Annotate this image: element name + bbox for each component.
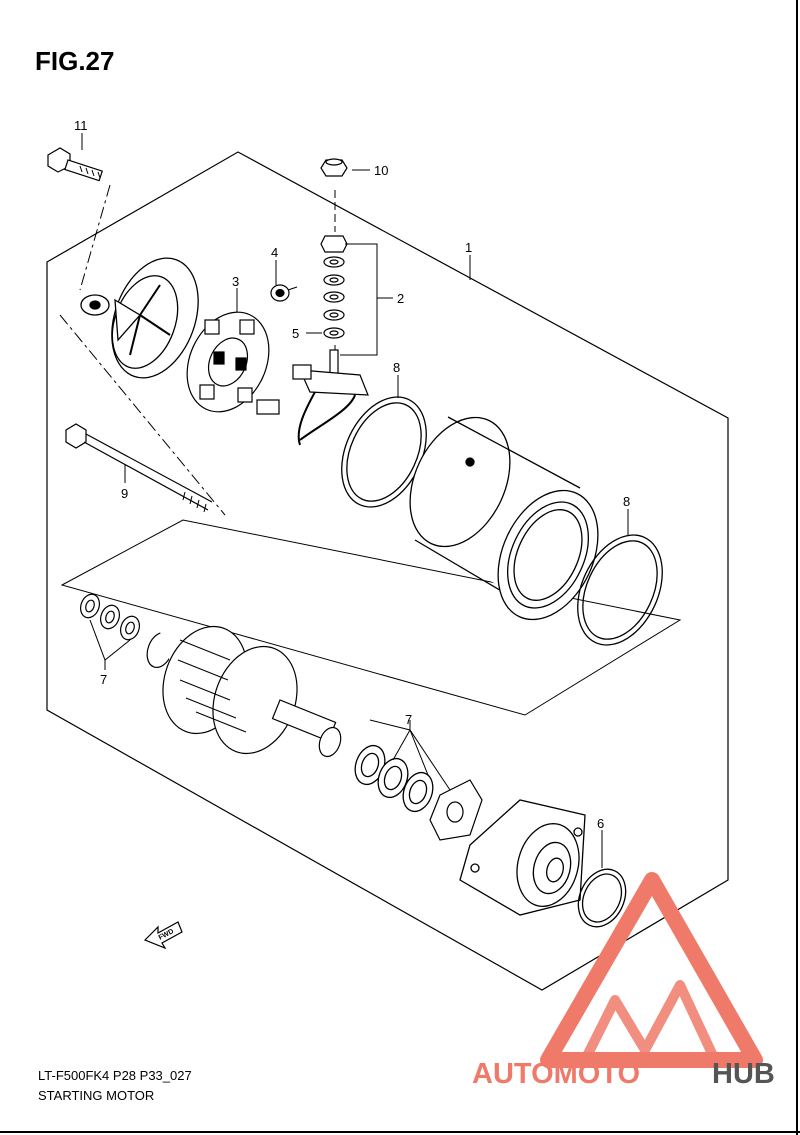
callout-11: 10 [374,163,388,178]
callout-2: 2 [397,291,404,306]
callout-5: 5 [292,326,299,341]
o-ring-8-lower [577,534,663,646]
brush-holder [256,349,369,446]
o-ring-6 [577,868,627,928]
nut-11 [320,158,348,177]
fwd-arrow-icon: FWD [143,921,183,950]
lock-plate [429,779,483,841]
figure-title: FIG.27 [35,46,115,76]
watermark-logo: AUTOMOTO HUB [472,872,775,1090]
end-cover [80,257,199,379]
washers-7-right [354,744,434,813]
callout-4: 4 [271,245,278,260]
callout-8-lower: 8 [623,494,630,509]
bolt-10 [47,147,103,182]
armature-group-outline [60,519,682,716]
callout-7-right: 7 [405,712,412,727]
brush-plate-3 [186,311,270,413]
long-bolt-9 [65,423,213,513]
callout-8-upper: 8 [393,360,400,375]
callout-10: 11 [74,118,88,133]
motor-yoke [409,416,599,621]
leader-lines [81,133,629,868]
terminal-hardware-2 [320,235,348,339]
washers-7-left [79,593,141,641]
figure-name: STARTING MOTOR [38,1088,155,1103]
callout-7-left: 7 [100,672,107,687]
assembly-outline [46,151,729,991]
watermark-text-hub: HUB [712,1058,775,1090]
ring-4 [270,284,298,302]
callout-3: 3 [232,274,239,289]
watermark-text-automoto: AUTOMOTO [472,1058,640,1090]
armature [146,625,342,758]
figure-code: LT-F500FK4 P28 P33_027 [38,1068,192,1083]
callout-1: 1 [465,240,472,255]
front-housing [459,799,586,916]
callout-6: 6 [597,816,604,831]
callout-9: 9 [121,486,128,501]
